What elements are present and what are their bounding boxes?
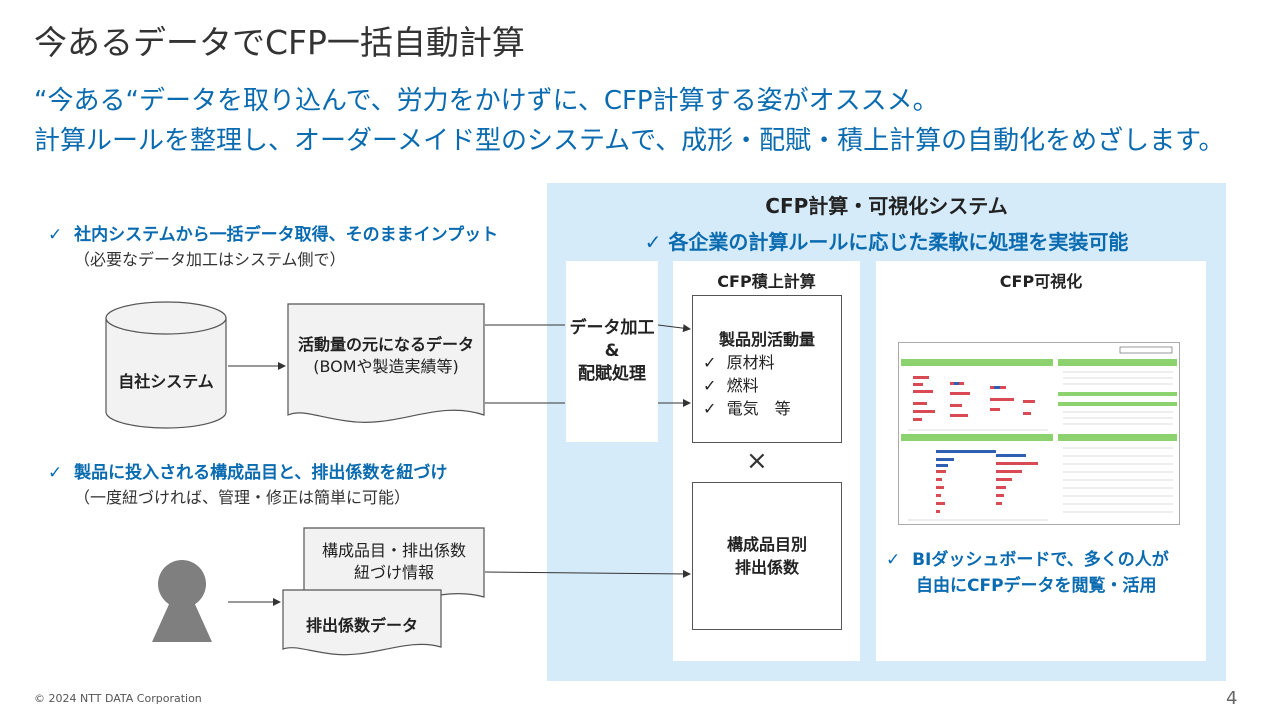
bi-point: ✓ BIダッシュボードで、多くの人が 自由にCFPデータを閲覧・活用 (886, 547, 1169, 599)
check-icon: ✓ (703, 376, 717, 395)
check-icon: ✓ (48, 225, 63, 245)
dashboard-thumbnail (898, 342, 1180, 525)
document-icon (287, 303, 485, 423)
check-icon: ✓ (703, 399, 717, 418)
component-doc-line-2: 紐づけ情報 (353, 563, 434, 582)
activity-box: 製品別活動量 ✓ 原材料 ✓ 燃料 ✓ 電気 等 (692, 295, 842, 443)
point-2: ✓ 製品に投入される構成品目と、排出係数を紐づけ (48, 458, 447, 483)
subtitle-line-2: 計算ルールを整理し、オーダーメイド型のシステムで、成形・配賦・積上計算の自動化を… (34, 126, 1225, 156)
point-2-title: 製品に投入される構成品目と、排出係数を紐づけ (74, 463, 448, 483)
system-headline-text: 各企業の計算ルールに応じた柔軟に処理を実装可能 (668, 230, 1129, 254)
processing-line-2: & (604, 341, 620, 361)
activity-doc-line-2: (BOMや製造実績等) (313, 357, 459, 376)
point-1-note: （必要なデータ加工はシステム側で） (74, 250, 346, 269)
processing-box: データ加工 & 配賦処理 (566, 261, 658, 442)
check-icon: ✓ (703, 353, 717, 372)
page-title: 今あるデータでCFP一括自動計算 (34, 23, 525, 62)
factor-line-2: 排出係数 (734, 558, 799, 577)
activity-box-title: 製品別活動量 (718, 330, 815, 349)
calc-column-title: CFP積上計算 (717, 272, 816, 291)
check-icon: ✓ (644, 230, 662, 254)
point-1-title: 社内システムから一括データ取得、そのままインプット (74, 225, 499, 245)
check-icon: ✓ (48, 463, 63, 483)
factor-line-1: 構成品目別 (726, 535, 807, 554)
factor-box: 構成品目別 排出係数 (692, 482, 842, 630)
activity-item: ✓ 燃料 (703, 376, 759, 395)
system-headline: ✓ 各企業の計算ルールに応じた柔軟に処理を実装可能 (547, 226, 1226, 255)
emission-doc-label: 排出係数データ (305, 616, 418, 635)
subtitle-line-1: “今ある“データを取り込んで、労力をかけずに、CFP計算する姿がオススメ。 (34, 86, 939, 116)
database-icon (105, 301, 227, 429)
arrow-mapping-to-factor (484, 569, 691, 578)
arrow-processing-to-activity-top (657, 324, 691, 333)
component-doc-line-1: 構成品目・排出係数 (321, 541, 466, 560)
processing-line-1: データ加工 (569, 318, 655, 338)
viz-column-title: CFP可視化 (999, 272, 1083, 291)
activity-doc-line-1: 活動量の元になるデータ (297, 335, 474, 354)
bi-point-line-2: 自由にCFPデータを閲覧・活用 (916, 576, 1157, 596)
component-doc-text: 構成品目・排出係数 紐づけ情報 (303, 540, 485, 584)
page-number: 4 (1226, 688, 1238, 709)
bi-point-line-1: BIダッシュボードで、多くの人が (912, 550, 1169, 570)
system-title: CFP計算・可視化システム (765, 194, 1008, 218)
check-icon: ✓ (886, 550, 901, 570)
activity-doc-text: 活動量の元になるデータ (BOMや製造実績等) (287, 334, 485, 378)
activity-item: ✓ 原材料 (703, 353, 775, 372)
activity-item: ✓ 電気 等 (703, 399, 791, 418)
copyright: © 2024 NTT DATA Corporation (34, 692, 202, 705)
activity-list: ✓ 原材料 ✓ 燃料 ✓ 電気 等 (693, 351, 841, 420)
person-icon (152, 560, 212, 642)
processing-line-3: 配賦処理 (578, 364, 646, 384)
times-icon: × (746, 446, 768, 476)
point-2-note: （一度紐づければ、管理・修正は簡単に可能） (74, 488, 411, 507)
document-icon (282, 589, 442, 656)
own-system-label: 自社システム (118, 372, 214, 391)
point-1: ✓ 社内システムから一括データ取得、そのままインプット (48, 220, 498, 245)
